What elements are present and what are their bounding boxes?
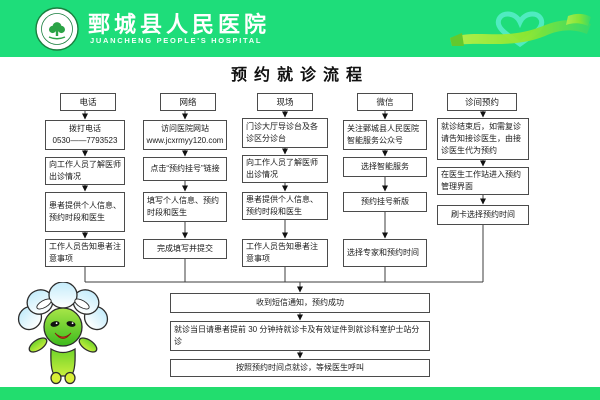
flow-step: 访问医院网站 www.jcxrmyy120.com	[143, 120, 227, 150]
flow-step: 填写个人信息、预约时段和医生	[143, 192, 227, 222]
flow-step: 点击“预约挂号”链接	[143, 157, 227, 181]
flow-column-header-web: 网络	[160, 93, 216, 111]
flow-column-header-phone: 电话	[60, 93, 116, 111]
flow-column-header-inclinic: 诊间预约	[447, 93, 517, 111]
flower-mascot-icon	[17, 282, 109, 385]
flow-step: 在医生工作站进入预约管理界面	[437, 167, 529, 195]
hospital-name-en: JUANCHENG PEOPLE'S HOSPITAL	[90, 36, 263, 45]
flow-step: 刷卡选择预约时间	[437, 205, 529, 225]
flow-step: 患者提供个人信息、预约时段和医生	[242, 192, 328, 220]
flow-column-header-onsite: 现场	[257, 93, 313, 111]
flow-step: 完成填写并提交	[143, 239, 227, 259]
flow-step: 选择专家和预约时间	[343, 239, 427, 267]
flow-step-sms-confirm: 收到短信通知，预约成功	[170, 293, 430, 313]
flow-step: 预约挂号新版	[343, 192, 427, 212]
flow-step: 选择智能服务	[343, 157, 427, 177]
flow-step: 拨打电话 0530——7793523	[45, 120, 125, 150]
flow-step: 患者提供个人信息、预约时段和医生	[45, 192, 125, 232]
flow-step: 工作人员告知患者注意事项	[45, 239, 125, 267]
flow-step: 关注鄄城县人民医院智能服务公众号	[343, 120, 427, 150]
flow-step-wait-call: 按照预约时间点就诊，等候医生呼叫	[170, 359, 430, 377]
flow-step-arrive-early: 就诊当日请患者提前 30 分钟持就诊卡及有效证件到就诊科室护士站分诊	[170, 321, 430, 351]
flow-step: 工作人员告知患者注意事项	[242, 239, 328, 267]
footer-stripe	[0, 387, 600, 400]
page-title: 预约就诊流程	[230, 67, 369, 84]
flow-step: 向工作人员了解医师出诊情况	[45, 157, 125, 185]
flow-step: 向工作人员了解医师出诊情况	[242, 155, 328, 183]
flow-column-header-wechat: 微信	[357, 93, 413, 111]
flow-step: 就诊结束后，如需复诊请告知接诊医生，由接诊医生代为预约	[437, 118, 529, 160]
flow-step: 门诊大厅导诊台及各诊区分诊台	[242, 118, 328, 148]
hospital-name: 鄄城县人民医院	[88, 12, 271, 37]
